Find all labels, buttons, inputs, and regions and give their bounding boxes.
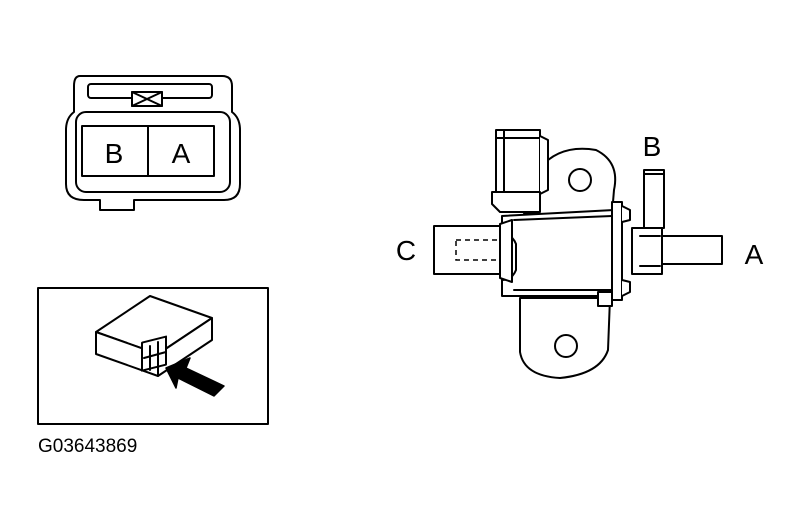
port-label-a: A xyxy=(745,239,764,270)
port-a-tube xyxy=(661,235,723,265)
port-label-b: B xyxy=(643,131,662,162)
pin-label-b: B xyxy=(105,138,124,169)
inset-frame xyxy=(37,287,269,425)
port-c-tube xyxy=(433,225,505,275)
view-direction-inset xyxy=(37,287,269,425)
latch-cross-icon xyxy=(131,91,163,107)
port-b-tube xyxy=(643,169,665,229)
figure-code: G03643869 xyxy=(38,436,137,457)
port-label-c: C xyxy=(396,235,416,266)
pin-label-a: A xyxy=(172,138,191,169)
view-arrow-icon xyxy=(165,357,225,397)
connector-face: B A xyxy=(65,75,241,211)
port-a-fitting xyxy=(631,227,663,275)
lower-mount-hole xyxy=(554,334,578,358)
upper-mount-hole xyxy=(568,168,592,192)
valve-body xyxy=(501,209,623,297)
connector-body-iso xyxy=(95,295,213,377)
solenoid-valve xyxy=(433,129,723,379)
electrical-connector xyxy=(495,129,541,197)
